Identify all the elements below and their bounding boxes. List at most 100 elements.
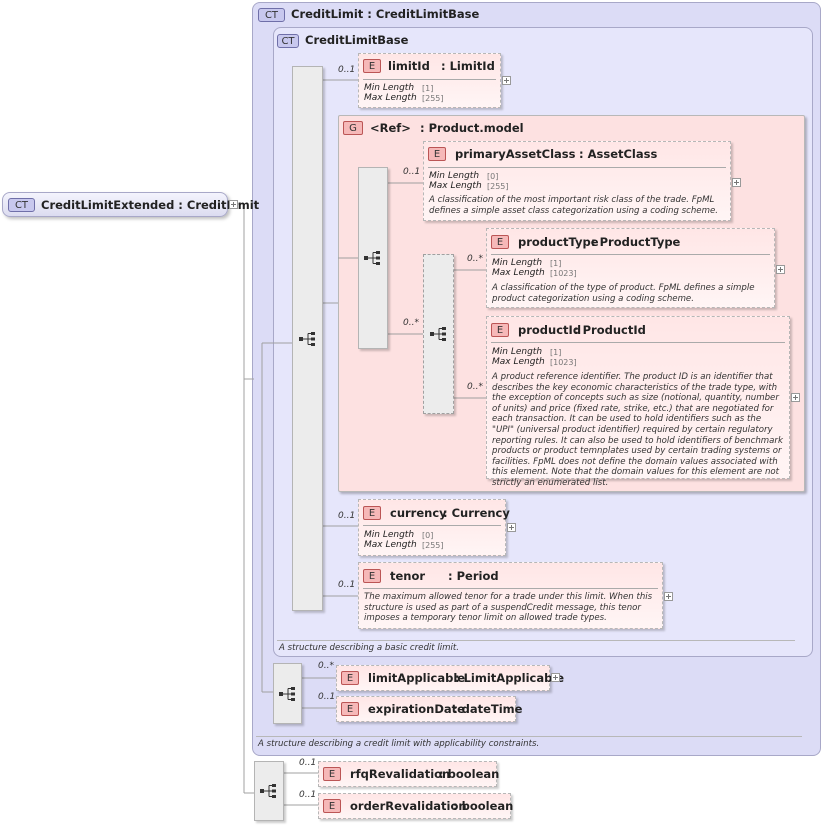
sequence-icon xyxy=(298,331,315,346)
element-limit-applicable[interactable]: E limitApplicable : LimitApplicable xyxy=(336,665,564,691)
facet-label: Min Length xyxy=(492,258,543,268)
facet-label: Max Length xyxy=(492,268,545,278)
element-rfq-revalidation[interactable]: E rfqRevalidation : boolean xyxy=(318,761,500,787)
collapse-toggle-icon[interactable] xyxy=(229,200,238,209)
facet-label: Min Length xyxy=(364,530,415,540)
facet-value: [0] xyxy=(487,172,499,181)
element-icon: E xyxy=(323,767,341,781)
sequence-compositor-limit xyxy=(273,663,302,724)
expand-icon[interactable] xyxy=(502,76,511,85)
element-icon: E xyxy=(491,323,509,337)
element-name: orderRevalidation xyxy=(350,799,467,813)
element-primary-asset-class[interactable]: E primaryAssetClass : AssetClass Min Len… xyxy=(423,141,731,221)
credit-limit-type-label: CreditLimit : CreditLimitBase xyxy=(291,7,480,21)
element-name: expirationDate xyxy=(368,702,465,716)
group-icon: G xyxy=(343,121,363,135)
complex-type-extension-icon: CT xyxy=(8,198,35,212)
sequence-icon xyxy=(278,686,295,701)
element-tenor[interactable]: E tenor : Period The maximum allowed ten… xyxy=(358,562,663,629)
cardinality-label: 0..1 xyxy=(299,790,317,800)
expand-icon[interactable] xyxy=(551,673,560,682)
element-name: tenor xyxy=(390,569,426,583)
element-name: limitId xyxy=(388,59,430,73)
expand-icon[interactable] xyxy=(507,523,516,532)
element-documentation: The maximum allowed tenor for a trade un… xyxy=(364,592,653,624)
element-icon: E xyxy=(323,799,341,813)
sequence-compositor-main xyxy=(292,66,323,611)
sequence-icon xyxy=(429,327,446,341)
credit-limit-extended-node[interactable]: CT CreditLimitExtended : CreditLimit xyxy=(2,192,259,217)
element-icon: E xyxy=(428,147,446,161)
element-type: : AssetClass xyxy=(579,147,658,161)
group-type-label: : Product.model xyxy=(420,121,524,135)
facet-value: [255] xyxy=(422,94,444,103)
facet-value: [1] xyxy=(550,259,562,268)
complex-type-extension-icon: CT xyxy=(258,8,285,22)
facet-value: [255] xyxy=(487,182,509,191)
cardinality-label: 0..* xyxy=(403,318,419,328)
element-type: : Period xyxy=(448,569,499,583)
facet-value: [1023] xyxy=(550,358,577,367)
expand-icon[interactable] xyxy=(776,265,785,274)
cardinality-label: 0..1 xyxy=(338,580,356,590)
cardinality-label: 0..1 xyxy=(299,758,317,768)
sequence-compositor-product-id xyxy=(423,254,454,414)
sequence-compositor-revalidation xyxy=(254,761,284,821)
element-name: rfqRevalidation xyxy=(350,767,451,781)
element-type: : boolean xyxy=(439,767,500,781)
expand-icon[interactable] xyxy=(664,592,673,601)
element-icon: E xyxy=(363,506,381,520)
element-limit-id[interactable]: E limitId : LimitId Min Length [1] Max L… xyxy=(358,53,501,108)
element-type: : LimitId xyxy=(441,59,495,73)
sequence-compositor-product xyxy=(358,167,388,349)
facet-value: [0] xyxy=(422,531,434,540)
element-name: productId xyxy=(518,323,582,337)
element-documentation: A classification of the most important r… xyxy=(429,195,718,216)
element-order-revalidation[interactable]: E orderRevalidation : boolean xyxy=(318,793,514,819)
facet-label: Max Length xyxy=(364,540,417,550)
element-type: : ProductId xyxy=(574,323,646,337)
element-icon: E xyxy=(363,59,381,73)
element-name: productType xyxy=(518,235,599,249)
cardinality-label: 0..1 xyxy=(338,511,356,521)
element-type: : Currency xyxy=(443,506,510,520)
element-expiration-date[interactable]: E expirationDate : dateTime xyxy=(336,696,522,722)
element-type: : ProductType xyxy=(591,235,681,249)
root-type-label: CreditLimitExtended : CreditLimit xyxy=(41,198,260,212)
element-product-id[interactable]: E productId : ProductId Min Length [1] M… xyxy=(486,316,790,488)
element-icon: E xyxy=(341,702,359,716)
facet-label: Max Length xyxy=(492,357,545,367)
element-currency[interactable]: E currency : Currency Min Length [0] Max… xyxy=(358,499,510,556)
cardinality-label: 0..* xyxy=(467,382,483,392)
complex-type-icon: CT xyxy=(277,34,299,48)
expand-icon[interactable] xyxy=(732,178,741,187)
facet-value: [1023] xyxy=(550,269,577,278)
element-product-type[interactable]: E productType : ProductType Min Length [… xyxy=(486,228,775,308)
element-type: : boolean xyxy=(453,799,514,813)
cardinality-label: 0..* xyxy=(467,254,483,264)
facet-value: [1] xyxy=(422,84,434,93)
facet-label: Max Length xyxy=(429,181,482,191)
cardinality-label: 0..1 xyxy=(403,167,421,177)
facet-label: Min Length xyxy=(492,347,543,357)
credit-limit-base-type-doc: A structure describing a basic credit li… xyxy=(279,643,460,653)
credit-limit-type-doc: A structure describing a credit limit wi… xyxy=(258,739,540,749)
facet-label: Min Length xyxy=(364,83,415,93)
sequence-icon xyxy=(364,251,380,265)
element-name: primaryAssetClass xyxy=(455,147,576,161)
facet-value: [1] xyxy=(550,348,562,357)
cardinality-label: 0..* xyxy=(318,661,334,671)
element-documentation: A product reference identifier. The prod… xyxy=(492,372,783,488)
cardinality-label: 0..1 xyxy=(338,65,356,75)
element-type: : dateTime xyxy=(453,702,523,716)
sequence-icon xyxy=(260,784,276,798)
facet-label: Min Length xyxy=(429,171,480,181)
facet-value: [255] xyxy=(422,541,444,550)
facet-label: Max Length xyxy=(364,93,417,103)
element-name: currency xyxy=(390,506,447,520)
expand-icon[interactable] xyxy=(791,393,800,402)
element-icon: E xyxy=(363,569,381,583)
credit-limit-base-type-label: CreditLimitBase xyxy=(305,33,409,47)
element-icon: E xyxy=(491,235,509,249)
element-type: : LimitApplicable xyxy=(455,671,565,685)
